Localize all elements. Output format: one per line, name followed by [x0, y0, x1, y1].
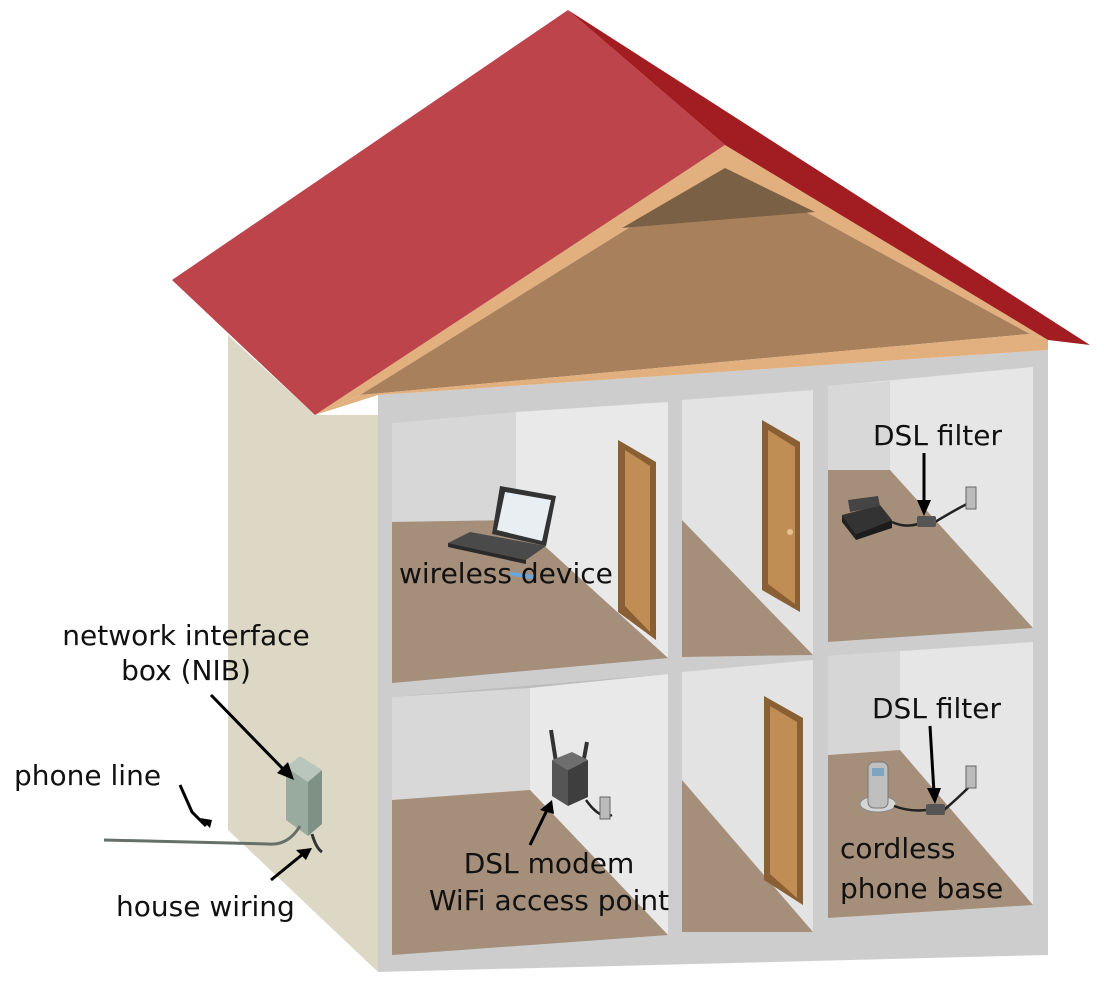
label-dsl-filter-lower: DSL filter	[872, 692, 1001, 725]
label-house-wiring: house wiring	[116, 890, 295, 923]
door-upper-middle	[762, 420, 800, 612]
phone-line-cable	[103, 825, 302, 846]
roof-front	[172, 10, 725, 415]
label-cordless-line2: phone base	[840, 872, 1004, 905]
wall-jack-upper-icon	[965, 486, 977, 510]
laptop-icon	[448, 486, 556, 580]
label-dsl-filter-upper: DSL filter	[873, 419, 1002, 452]
wall-jack-modem-icon	[599, 796, 611, 820]
dsl-filter-lower-icon	[926, 804, 945, 815]
label-nib-line1: network interface	[62, 619, 310, 652]
wall-jack-lower-icon	[965, 765, 977, 789]
desk-phone-icon	[842, 496, 892, 540]
arrowheads	[200, 500, 941, 860]
nib-box-icon	[286, 756, 322, 836]
callout-arrows	[178, 453, 936, 882]
door-upper-left	[618, 440, 656, 640]
room-lower-right	[828, 642, 1033, 918]
cordless-phone-icon	[859, 761, 897, 813]
label-nib-line2: box (NIB)	[121, 654, 251, 687]
label-dsl-modem-line1: DSL modem	[463, 847, 635, 880]
room-lower-left	[392, 674, 668, 955]
door-lower-middle	[764, 696, 803, 905]
router-icon	[549, 729, 589, 806]
house-side-wall	[228, 335, 378, 972]
label-cordless-line1: cordless	[840, 832, 956, 865]
house-wiring-cable	[310, 833, 323, 854]
label-wireless-device: wireless device	[399, 557, 613, 590]
dsl-filter-upper-icon	[917, 516, 936, 527]
attic-gable	[315, 145, 1048, 415]
label-phone-line: phone line	[14, 759, 162, 792]
label-dsl-modem-line2: WiFi access point	[428, 884, 670, 917]
roof-side	[568, 10, 1090, 345]
